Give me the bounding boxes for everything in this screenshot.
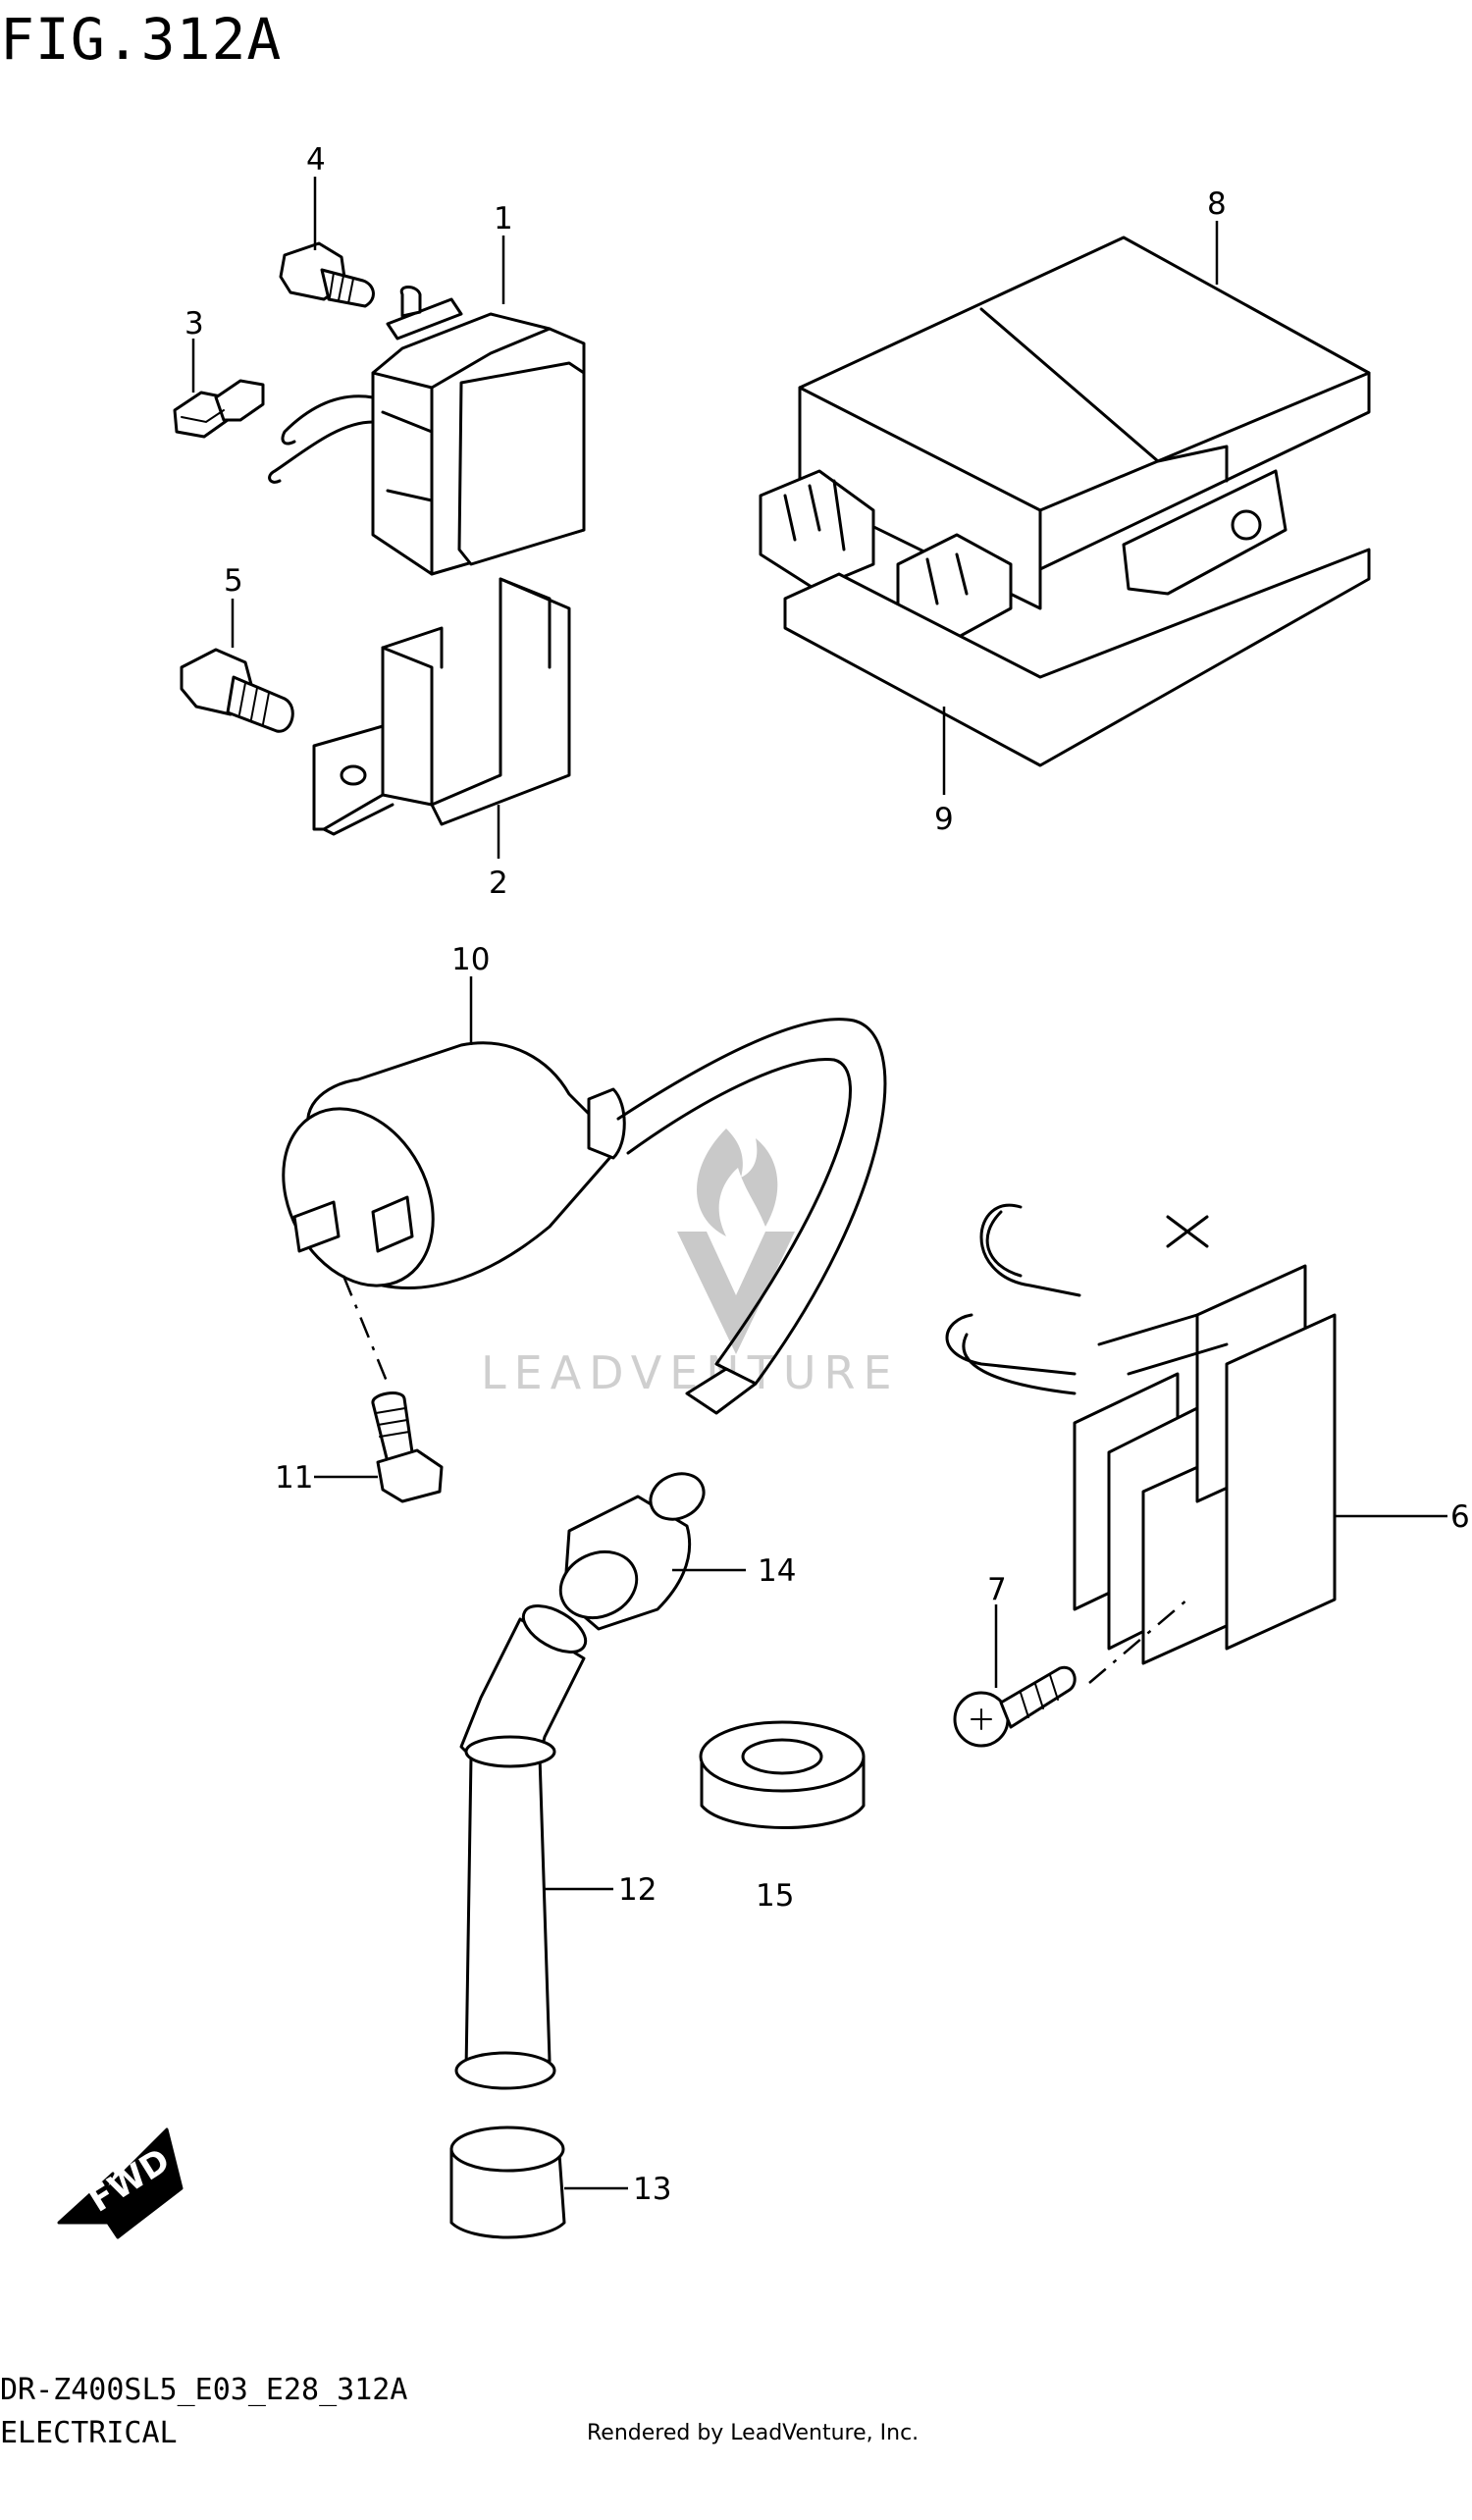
callout-7: 7 (987, 1572, 1007, 1607)
part-13-cap[interactable] (449, 2126, 566, 2239)
part-14-plug-cap[interactable] (550, 1465, 710, 1631)
part-12-plug-boot[interactable] (454, 1597, 593, 2090)
part-2-bracket[interactable] (312, 577, 571, 836)
callout-1: 1 (494, 201, 513, 236)
section-name: ELECTRICAL (0, 2416, 178, 2450)
part-8-cdi-unit[interactable] (759, 236, 1371, 640)
callout-2: 2 (489, 866, 508, 901)
callout-9: 9 (934, 802, 954, 837)
part-15-grommet[interactable] (699, 1720, 866, 1829)
leadventure-watermark: LEADVENTURE (481, 1129, 900, 1399)
callout-15: 15 (756, 1878, 794, 1914)
v-logo-icon (677, 1232, 795, 1354)
figure-title: FIG.312A (0, 6, 283, 73)
callout-6: 6 (1450, 1499, 1470, 1535)
model-code: DR-Z400SL5_E03_E28_312A (0, 2373, 408, 2407)
part-10-ignition-coil[interactable] (254, 1018, 887, 1415)
callout-11: 11 (275, 1460, 313, 1496)
watermark-text: LEADVENTURE (481, 1346, 900, 1399)
callout-4: 4 (306, 142, 326, 178)
callout-12: 12 (618, 1872, 657, 1908)
part-9-plate[interactable] (783, 548, 1371, 767)
part-5-bolt[interactable] (180, 648, 294, 733)
part-7-screw[interactable] (953, 1665, 1077, 1748)
part-3-clip[interactable] (173, 379, 265, 439)
part-1-relay[interactable] (268, 286, 586, 576)
flame-logo-icon (697, 1129, 778, 1236)
leader-lines (191, 177, 1447, 2190)
fwd-arrow-icon: FWD (57, 2127, 184, 2239)
callout-numbers: 1 2 3 4 5 6 7 8 9 10 11 12 13 14 15 (184, 142, 1470, 2207)
callout-13: 13 (633, 2172, 671, 2207)
part-6-regulator[interactable] (945, 1203, 1337, 1665)
callout-3: 3 (184, 306, 204, 341)
part-4-bolt[interactable] (279, 241, 375, 308)
callout-5: 5 (224, 563, 243, 599)
callout-14: 14 (758, 1553, 796, 1589)
render-credit: Rendered by LeadVenture, Inc. (587, 2421, 920, 2445)
callout-10: 10 (451, 942, 490, 977)
part-11-bolt[interactable] (371, 1391, 444, 1503)
callout-8: 8 (1207, 186, 1227, 222)
